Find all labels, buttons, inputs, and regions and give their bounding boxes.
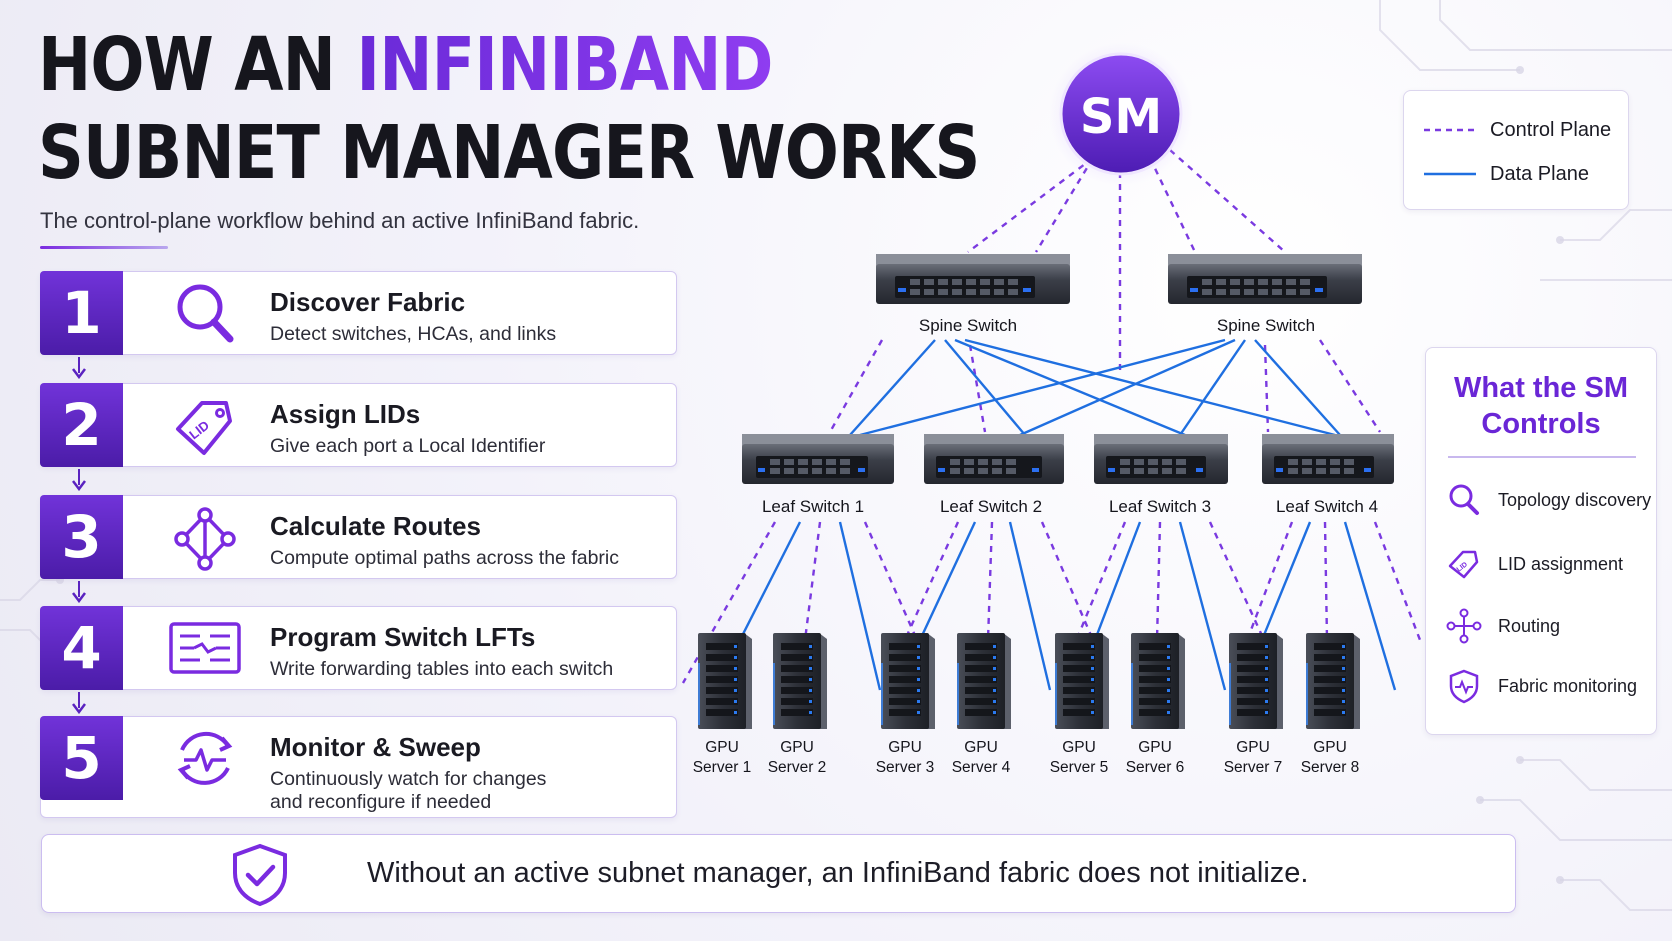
step-desc: Detect switches, HCAs, and links (270, 323, 557, 345)
subtitle-underline (40, 246, 168, 249)
lid-tag-icon: LID (176, 401, 232, 455)
step-arrow (72, 692, 86, 714)
shield-check-icon (233, 843, 287, 907)
legend-control-plane: Control Plane (1424, 118, 1611, 142)
control-item-lid: LID LID assignment (1446, 544, 1656, 584)
banner-text: Without an active subnet manager, an Inf… (367, 857, 1309, 889)
gpu-server-1 (698, 633, 752, 729)
step-3: 3 Calculate Routes Compute optimal paths… (40, 495, 677, 579)
monitor-sweep-icon (177, 731, 233, 785)
step-card (40, 271, 677, 355)
step-card (40, 495, 677, 579)
step-arrow (72, 357, 86, 379)
magnifier-icon (1449, 484, 1479, 515)
page-title: HOW AN INFINIBAND SUBNET MANAGER WORKS (38, 28, 1133, 190)
step-title: Assign LIDs (270, 399, 421, 429)
step-card (40, 383, 677, 467)
gpu-server-6 (1131, 633, 1185, 729)
leaf-switch-3 (1094, 434, 1228, 484)
page-subtitle: The control-plane workflow behind an act… (40, 208, 640, 233)
gpu-server-3 (881, 633, 935, 729)
step-arrow (72, 469, 86, 491)
step-1: 1 Discover Fabric Detect switches, HCAs,… (40, 271, 677, 355)
control-item-monitoring: Fabric monitoring (1446, 666, 1656, 706)
step-2: 2 LID Assign LIDs Give each port a Local… (40, 383, 677, 467)
title-accent: INFINIBAND (356, 22, 773, 108)
controls-title: What the SM Controls (1454, 372, 1628, 440)
title-line2: SUBNET MANAGER WORKS (38, 110, 980, 196)
leaf-switch-1 (742, 434, 894, 484)
leaf-switch-2 (924, 434, 1064, 484)
leaf-switch-label: Leaf Switch 4 (1275, 497, 1379, 516)
sm-label: SM (1080, 89, 1162, 145)
spine-switch-label: Spine Switch (918, 316, 1018, 335)
step-title: Monitor & Sweep (270, 732, 481, 762)
controls-divider (1448, 456, 1636, 458)
gpu-server-4 (957, 633, 1011, 729)
control-item-routing: Routing (1446, 606, 1656, 646)
gpu-server-7 (1229, 633, 1283, 729)
gpu-server-5 (1055, 633, 1109, 729)
shield-pulse-icon (1449, 669, 1479, 704)
title-prefix: HOW AN (38, 22, 357, 108)
forwarding-table-icon (169, 622, 241, 674)
gpu-server-2 (773, 633, 827, 729)
spine-switch-1 (876, 254, 1070, 304)
step-title: Discover Fabric (270, 287, 466, 317)
step-number: 5 (40, 716, 123, 800)
bottom-banner: Without an active subnet manager, an Inf… (41, 834, 1516, 913)
step-number: 3 (40, 495, 123, 579)
spine-switch-label: Spine Switch (1216, 316, 1316, 335)
step-title: Program Switch LFTs (270, 622, 536, 652)
leaf-switch-4 (1262, 434, 1394, 484)
step-number: 4 (40, 606, 123, 690)
step-card (40, 606, 677, 690)
step-desc: Continuously watch for changes (270, 768, 547, 790)
solid-line-swatch (1424, 172, 1476, 176)
step-arrow (72, 581, 86, 603)
leaf-switch-label: Leaf Switch 3 (1108, 497, 1212, 516)
step-number: 2 (40, 383, 123, 467)
step-4: 4 Program Switch LFTs Write forwarding t… (40, 606, 677, 690)
step-desc: Write forwarding tables into each switch (270, 658, 614, 680)
dashed-line-swatch (1424, 128, 1476, 132)
step-5: 5 Monitor & Sweep Continuously watch for… (40, 716, 677, 818)
leaf-switch-label: Leaf Switch 2 (939, 497, 1043, 516)
control-item-topology: Topology discovery (1446, 480, 1656, 520)
subnet-manager-node (1059, 52, 1183, 176)
leaf-switch-label: Leaf Switch 1 (761, 497, 865, 516)
legend: Control Plane Data Plane (1403, 90, 1629, 210)
step-desc: Compute optimal paths across the fabric (270, 547, 620, 569)
gpu-server-8 (1306, 633, 1360, 729)
route-graph-icon (174, 507, 236, 571)
sm-controls-panel: What the SM Controls Topology discovery … (1425, 347, 1657, 735)
step-number: 1 (40, 271, 123, 355)
legend-data-plane: Data Plane (1424, 162, 1589, 186)
step-desc-line2: and reconfigure if needed (270, 791, 492, 813)
data-plane-links (738, 338, 1397, 691)
control-plane-links (681, 149, 1422, 684)
spine-switch-2 (1168, 254, 1362, 304)
step-title: Calculate Routes (270, 511, 481, 541)
lid-tag-icon: LID (1448, 550, 1479, 579)
step-card (40, 716, 677, 818)
step-desc: Give each port a Local Identifier (270, 435, 546, 457)
route-graph-icon (1446, 608, 1482, 644)
magnifier-icon (177, 284, 234, 343)
